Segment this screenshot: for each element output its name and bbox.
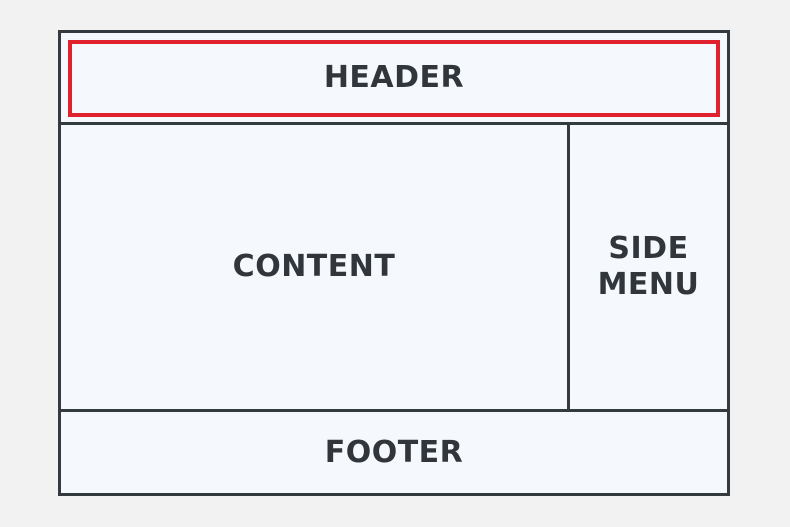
content-region: CONTENT [61,125,570,412]
header-region: HEADER [61,33,727,125]
layout-wireframe: HEADER CONTENT SIDE MENU FOOTER [58,30,730,496]
footer-region: FOOTER [61,412,727,493]
footer-label: FOOTER [324,434,464,470]
header-label: HEADER [323,59,465,95]
side-menu-label-line1: SIDE [608,231,689,266]
content-label: CONTENT [232,249,396,284]
header-highlight-box [68,40,720,117]
side-menu-label: SIDE MENU [598,231,700,303]
side-menu-region: SIDE MENU [570,125,727,412]
side-menu-label-line2: MENU [597,267,700,302]
